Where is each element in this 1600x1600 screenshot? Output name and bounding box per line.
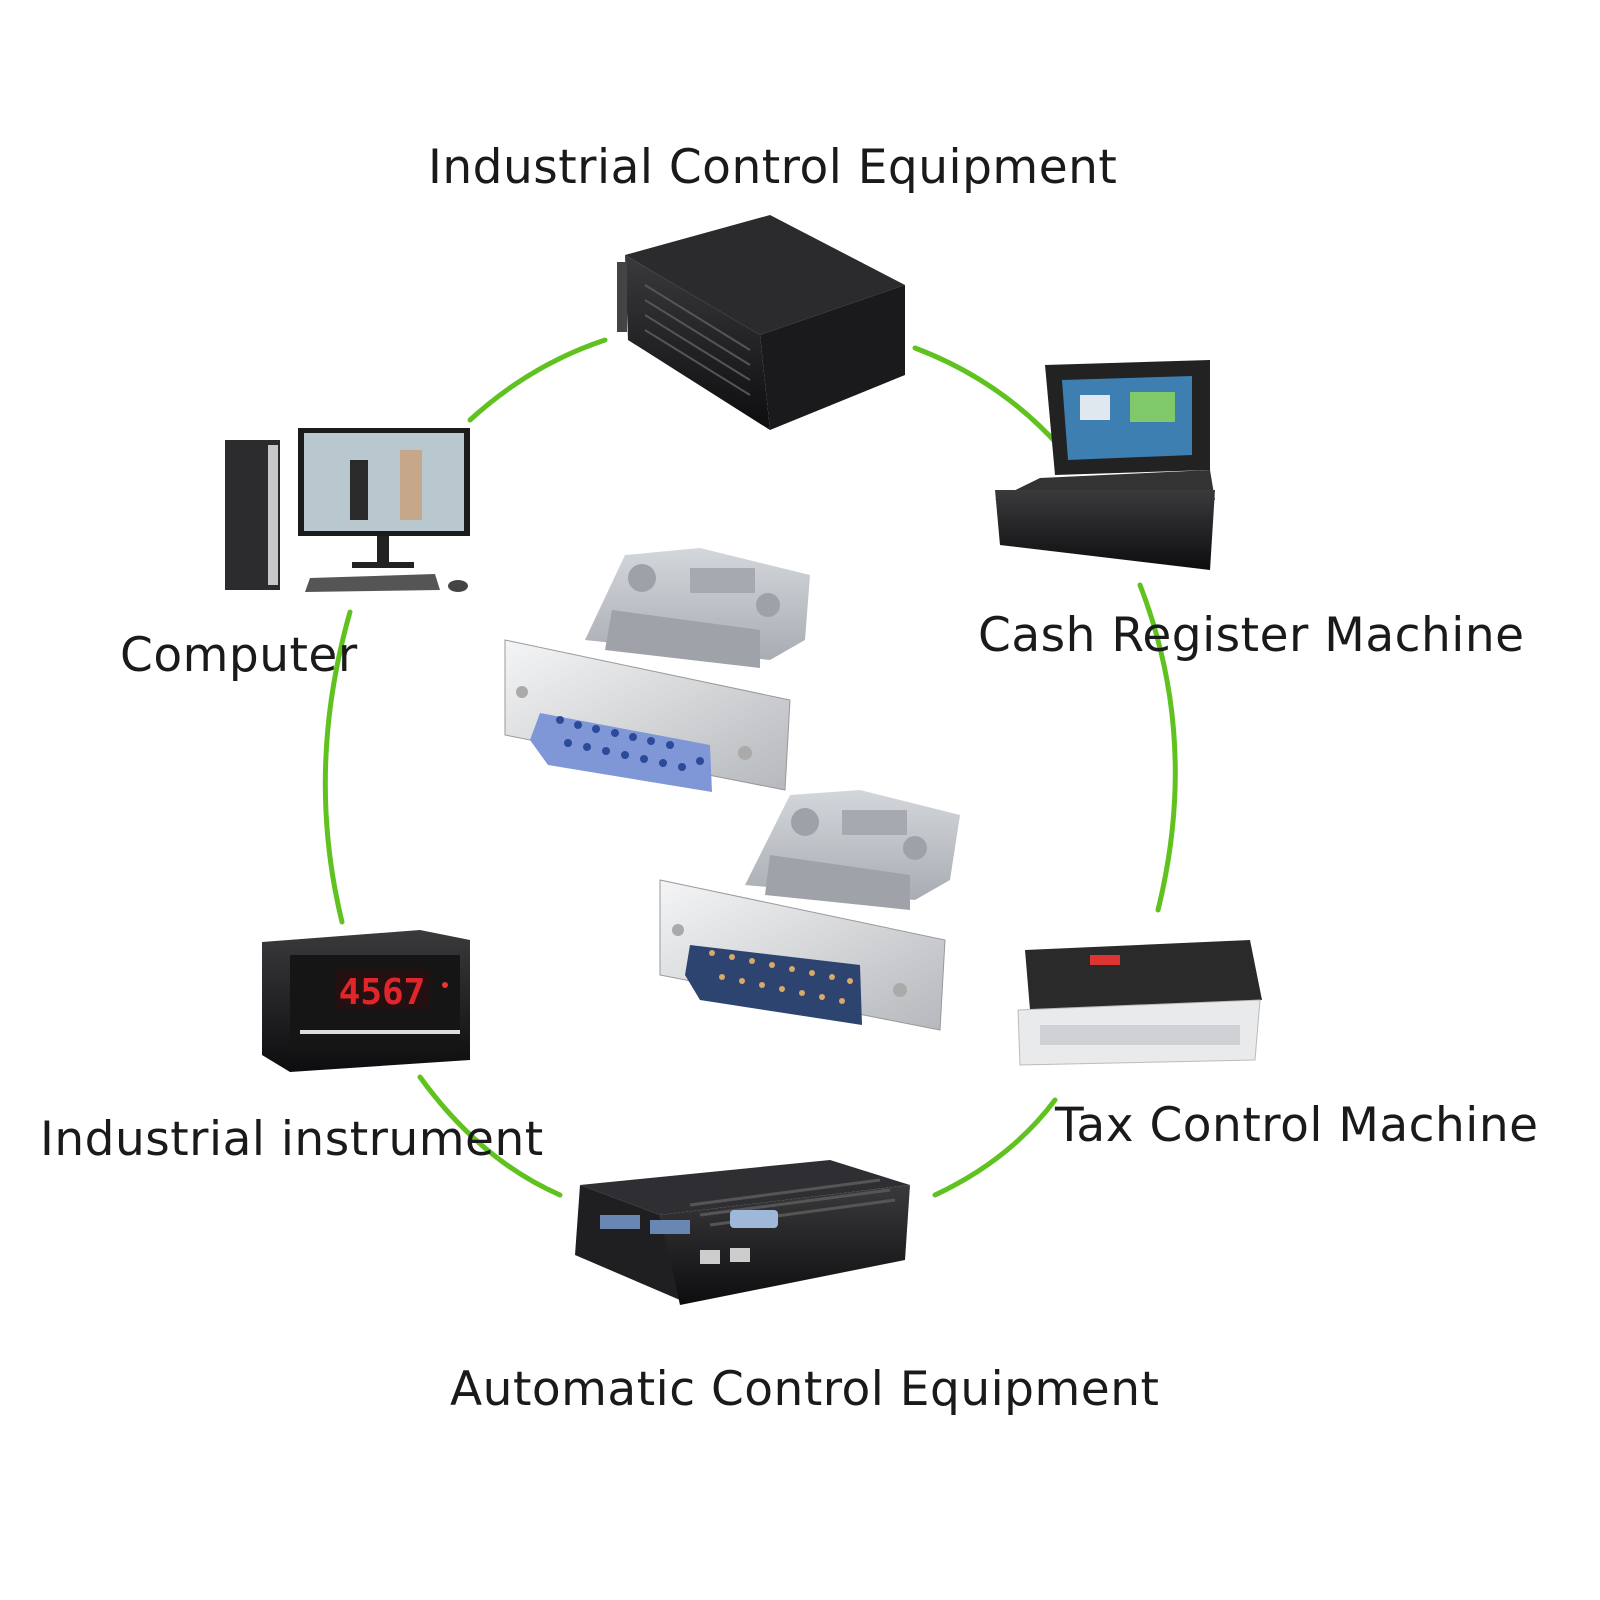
instrument-display: 4567	[339, 972, 426, 1013]
label-industrial-instrument: Industrial instrument	[40, 1112, 544, 1167]
label-tax-control-machine: Tax Control Machine	[1055, 1098, 1539, 1153]
label-computer: Computer	[120, 628, 358, 683]
link-industrial-control-to-cash-register	[912, 345, 1063, 450]
automatic-control-equipment-image	[575, 1160, 910, 1305]
rack-server-image	[617, 215, 905, 430]
db15-female-connector-image	[504, 548, 810, 792]
link-computer-to-industrial-control	[467, 337, 608, 423]
link-lines	[322, 337, 1178, 1198]
label-industrial-control-equipment: Industrial Control Equipment	[428, 140, 1118, 195]
cash-register-image	[995, 360, 1215, 570]
link-instrument-to-automatic-control	[417, 1074, 563, 1198]
tax-control-machine-image	[1017, 940, 1262, 1066]
industrial-instrument-image: 4567	[262, 930, 470, 1072]
link-cash-register-to-tax-control	[1137, 582, 1178, 913]
link-tax-control-to-automatic-control	[932, 1097, 1058, 1198]
computer-image	[225, 428, 470, 592]
link-computer-to-instrument	[322, 609, 353, 925]
label-cash-register-machine: Cash Register Machine	[978, 608, 1525, 663]
db15-male-connector-image	[659, 790, 960, 1031]
label-automatic-control-equipment: Automatic Control Equipment	[450, 1362, 1160, 1417]
